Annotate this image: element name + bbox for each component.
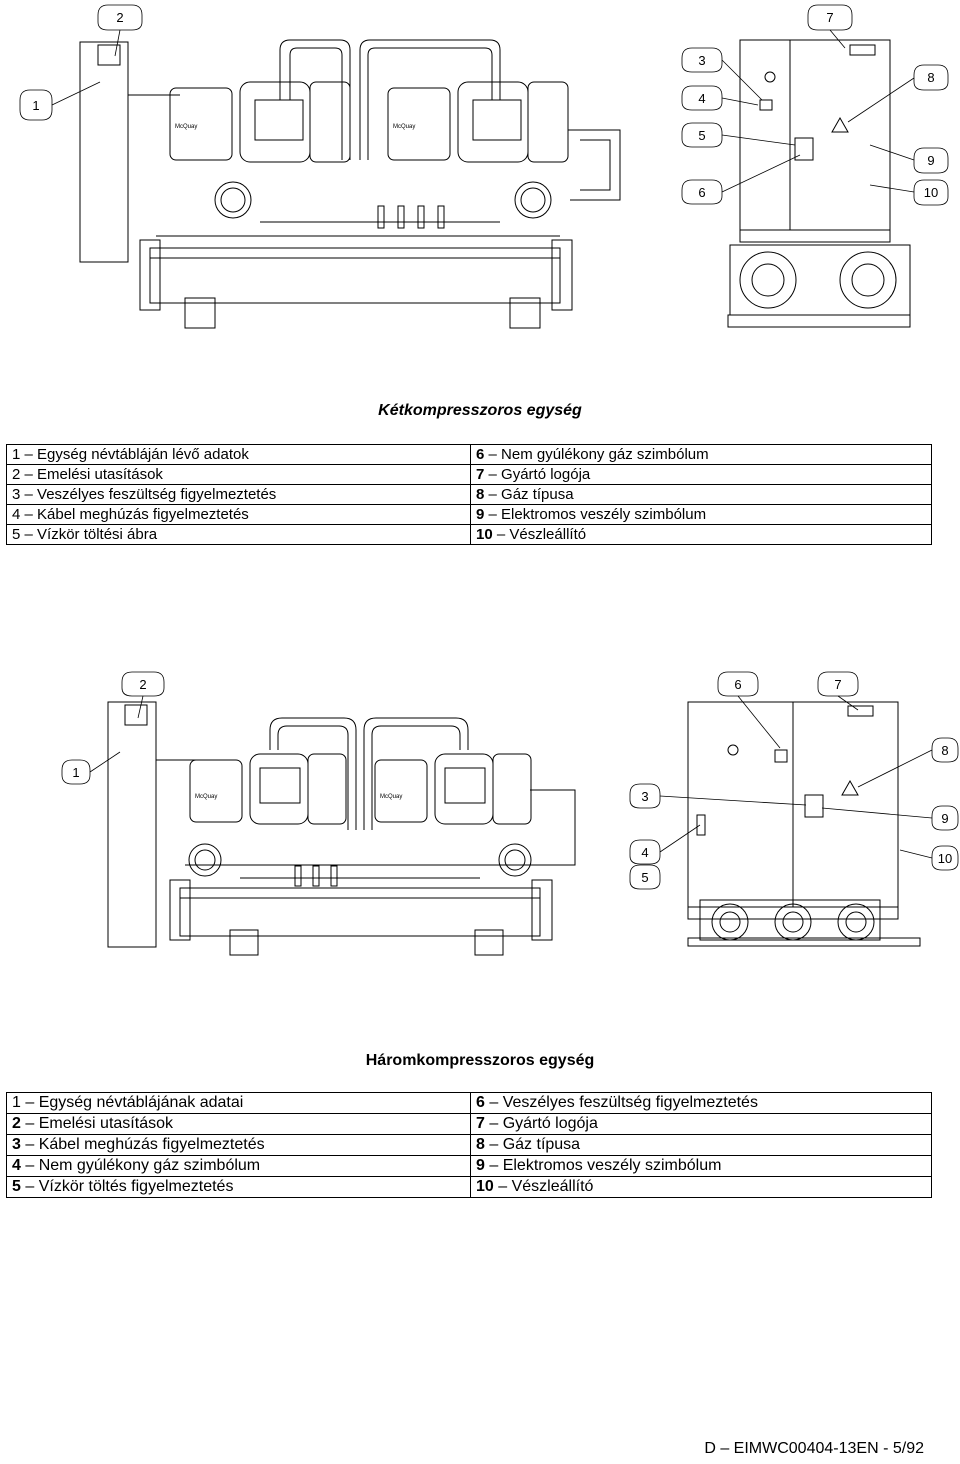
- table-row: 2 – Emelési utasítások 7 – Gyártó logója: [6, 464, 932, 485]
- callout-2: 2: [116, 10, 123, 25]
- document-id: D – EIMWC00404-13EN: [704, 1440, 879, 1457]
- legend-num: 8: [476, 486, 485, 503]
- legend-text: – Kábel meghúzás figyelmeztetés: [24, 506, 249, 523]
- legend-text: – Gyártó logója: [489, 1115, 598, 1132]
- callout-5: 5: [698, 128, 705, 143]
- legend-num: 7: [476, 466, 485, 483]
- legend-num: 8: [476, 1136, 485, 1153]
- callout-9: 9: [941, 811, 948, 826]
- legend-text: – Vízkör töltési ábra: [24, 526, 158, 543]
- figure2-legend-table: 1 – Egység névtáblájának adatai 6 – Vesz…: [6, 1092, 932, 1198]
- legend-num: 9: [476, 506, 485, 523]
- table-row: 3 – Kábel meghúzás figyelmeztetés 8 – Gá…: [6, 1134, 932, 1156]
- callout-10: 10: [924, 185, 938, 200]
- legend-num: 3: [12, 1136, 21, 1153]
- legend-num: 3: [12, 486, 21, 503]
- legend-num: 6: [476, 1094, 485, 1111]
- page-number: - 5/92: [883, 1440, 924, 1457]
- callout-1: 1: [72, 765, 79, 780]
- callout-9: 9: [927, 153, 934, 168]
- legend-text: – Emelési utasítások: [25, 1115, 173, 1132]
- table-row: 1 – Egység névtáblájának adatai 6 – Vesz…: [6, 1092, 932, 1114]
- legend-text: – Gyártó logója: [488, 466, 591, 483]
- table-row: 5 – Vízkör töltési ábra 10 – Vészleállít…: [6, 524, 932, 545]
- legend-text: – Gáz típusa: [489, 1136, 581, 1153]
- legend-text: – Nem gyúlékony gáz szimbólum: [25, 1157, 261, 1174]
- legend-text: – Vészleállító: [498, 1178, 594, 1195]
- legend-num: 5: [12, 526, 21, 543]
- legend-text: – Egység névtáblájának adatai: [25, 1094, 244, 1111]
- table-row: 3 – Veszélyes feszültség figyelmeztetés …: [6, 484, 932, 505]
- legend-num: 10: [476, 1178, 494, 1195]
- compressor-brand-label-2: McQuay: [393, 124, 415, 130]
- legend-num: 7: [476, 1115, 485, 1132]
- callout-8: 8: [941, 743, 948, 758]
- legend-num: 5: [12, 1178, 21, 1195]
- callout-1: 1: [32, 98, 39, 113]
- compressor-brand-label-1: McQuay: [175, 124, 197, 130]
- compressor-brand-label-1: McQuay: [195, 794, 217, 800]
- legend-num: 4: [12, 1157, 21, 1174]
- compressor-brand-label-2: McQuay: [380, 794, 402, 800]
- callout-4: 4: [641, 845, 648, 860]
- callout-6: 6: [698, 185, 705, 200]
- callout-2: 2: [139, 677, 146, 692]
- legend-text: – Kábel meghúzás figyelmeztetés: [25, 1136, 265, 1153]
- legend-num: 1: [12, 1094, 21, 1111]
- legend-num: 6: [476, 446, 485, 463]
- figure1-legend-table: 1 – Egység névtábláján lévő adatok 6 – N…: [6, 444, 932, 545]
- table-row: 4 – Kábel meghúzás figyelmeztetés 9 – El…: [6, 504, 932, 525]
- legend-num: 9: [476, 1157, 485, 1174]
- table-row: 4 – Nem gyúlékony gáz szimbólum 9 – Elek…: [6, 1155, 932, 1177]
- callout-7: 7: [834, 677, 841, 692]
- legend-text: – Nem gyúlékony gáz szimbólum: [488, 446, 709, 463]
- table-row: 1 – Egység névtábláján lévő adatok 6 – N…: [6, 444, 932, 465]
- legend-num: 2: [12, 466, 21, 483]
- legend-num: 1: [12, 446, 21, 463]
- figure2-caption: Háromkompresszoros egység: [365, 1052, 595, 1069]
- callout-8: 8: [927, 70, 934, 85]
- callout-3: 3: [698, 53, 705, 68]
- callout-4: 4: [698, 91, 705, 106]
- callout-6: 6: [734, 677, 741, 692]
- legend-num: 2: [12, 1115, 21, 1132]
- legend-text: – Egység névtábláján lévő adatok: [24, 446, 249, 463]
- legend-num: 4: [12, 506, 21, 523]
- three-compressor-unit-drawing: McQuay McQuay 1 2 3 4 5: [61, 671, 959, 956]
- legend-text: – Emelési utasítások: [24, 466, 163, 483]
- legend-num: 10: [476, 526, 493, 543]
- callout-5: 5: [641, 870, 648, 885]
- legend-text: – Vészleállító: [496, 526, 587, 543]
- page-footer: D – EIMWC00404-13EN - 5/92: [704, 1440, 924, 1458]
- legend-text: – Veszélyes feszültség figyelmeztetés: [24, 486, 277, 503]
- callout-3: 3: [641, 789, 648, 804]
- callout-10: 10: [938, 851, 952, 866]
- legend-text: – Veszélyes feszültség figyelmeztetés: [489, 1094, 758, 1111]
- two-compressor-unit-drawing: McQuay McQuay 1 2 3: [19, 4, 949, 329]
- legend-text: – Elektromos veszély szimbólum: [488, 506, 707, 523]
- legend-text: – Gáz típusa: [488, 486, 574, 503]
- callout-7: 7: [826, 10, 833, 25]
- table-row: 5 – Vízkör töltés figyelmeztetés 10 – Vé…: [6, 1176, 932, 1198]
- figure1-caption: Kétkompresszoros egység: [378, 402, 582, 419]
- legend-text: – Vízkör töltés figyelmeztetés: [25, 1178, 234, 1195]
- legend-text: – Elektromos veszély szimbólum: [489, 1157, 722, 1174]
- table-row: 2 – Emelési utasítások 7 – Gyártó logója: [6, 1113, 932, 1135]
